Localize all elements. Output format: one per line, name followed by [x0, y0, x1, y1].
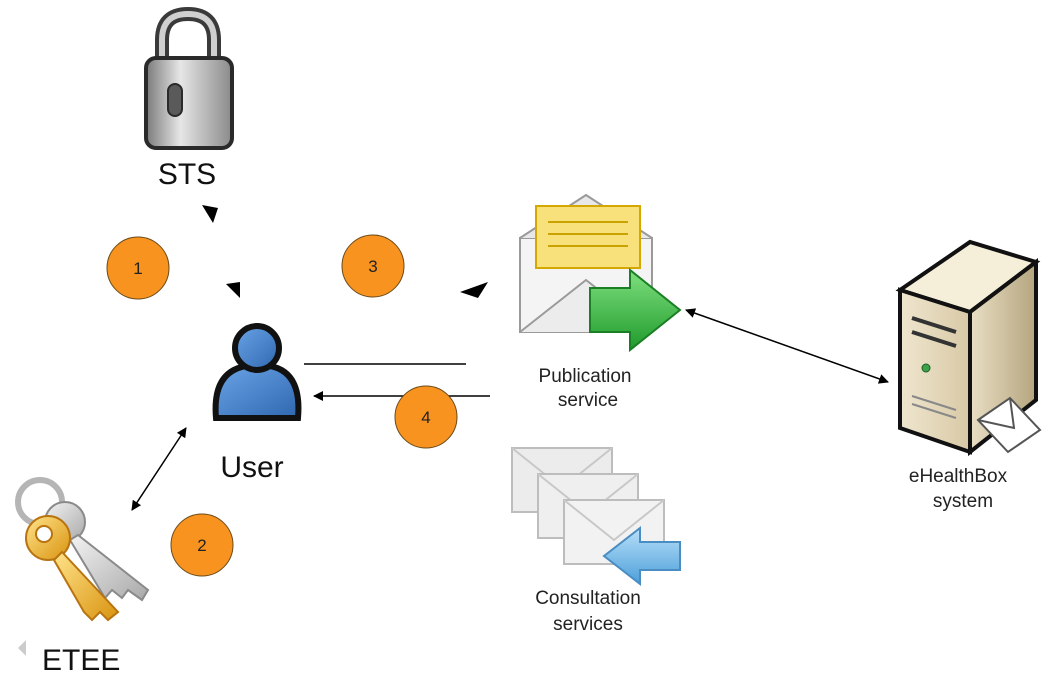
server-icon: [895, 239, 1042, 457]
etee-collapse-icon: [18, 640, 26, 656]
step-3-label: 3: [368, 257, 377, 276]
step-3: 3: [341, 234, 405, 298]
connectors: [131, 205, 889, 511]
envelopes-receive-icon: [511, 447, 681, 587]
arrow-user-etee: [131, 427, 187, 511]
step-4: 4: [394, 385, 458, 449]
arrow-publication-ehealthbox: [685, 308, 889, 384]
arrow-to-user-from-publication: [460, 282, 488, 298]
user-icon: [212, 323, 302, 421]
publication-label-line1: Publication: [539, 366, 632, 387]
step-4-label: 4: [421, 408, 430, 427]
step-2-label: 2: [197, 536, 206, 555]
publication-label-line2: service: [558, 390, 618, 411]
ehealthbox-label-line1: eHealthBox: [909, 466, 1008, 487]
arrow-to-user-from-sts: [226, 282, 240, 298]
user-label: User: [220, 451, 283, 484]
step-1: 1: [106, 236, 170, 300]
arrow-to-sts: [202, 205, 218, 223]
padlock-icon: [144, 6, 234, 150]
consultation-label-line1: Consultation: [535, 588, 641, 609]
step-1-label: 1: [133, 259, 142, 278]
step-2: 2: [170, 513, 234, 577]
keys-icon: [15, 477, 150, 622]
sts-label: STS: [158, 158, 216, 191]
ehealthbox-label-line2: system: [933, 491, 993, 512]
consultation-label-line2: services: [553, 614, 623, 635]
envelope-send-icon: [519, 193, 682, 353]
etee-label: ETEE: [42, 644, 120, 673]
